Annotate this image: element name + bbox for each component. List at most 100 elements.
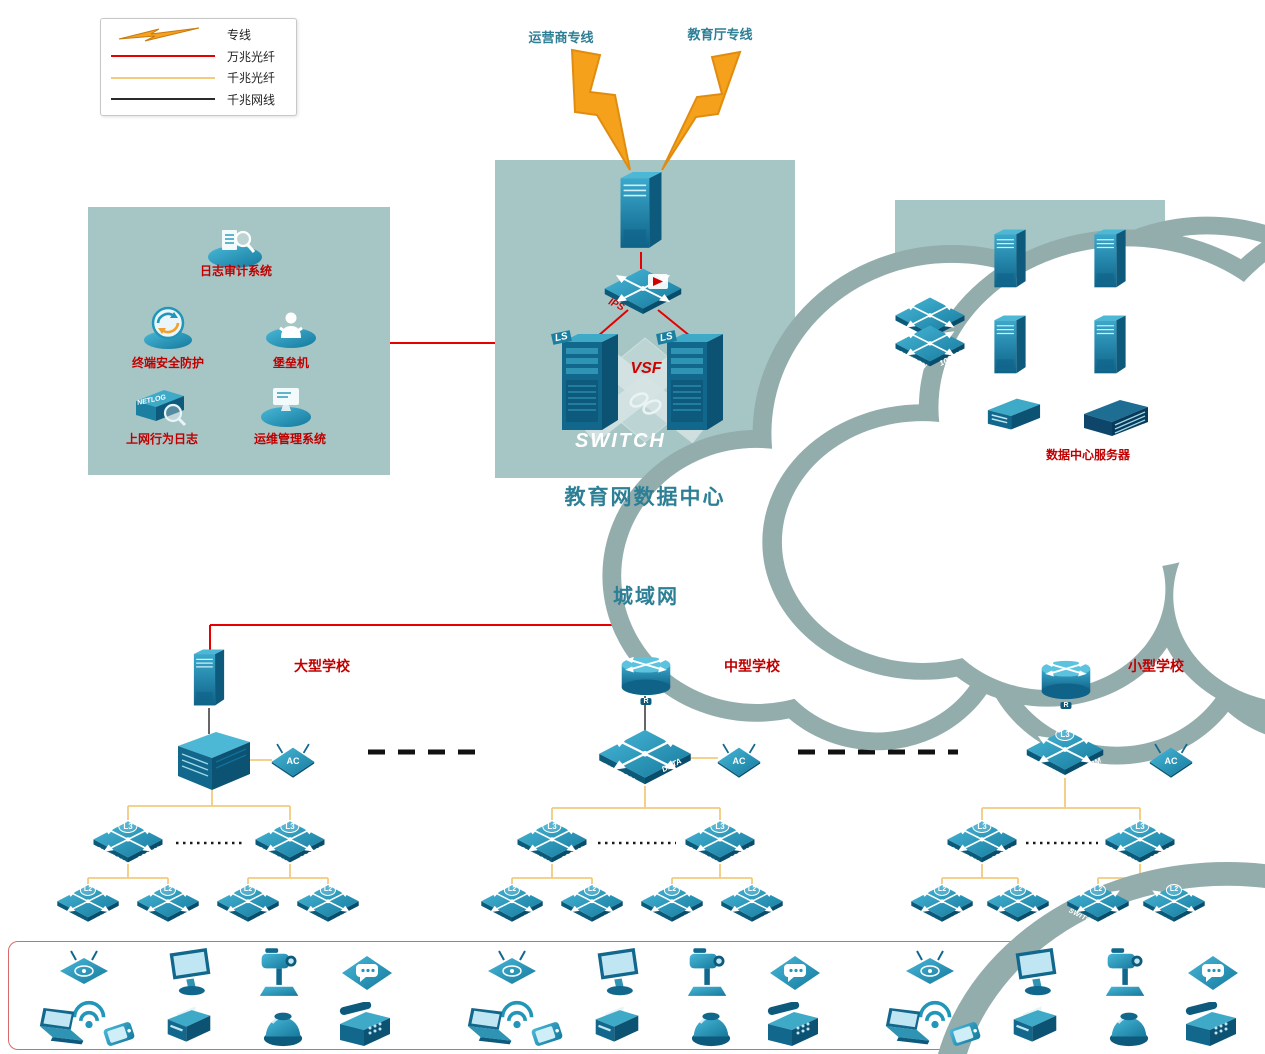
ips-switch: IPS — [603, 267, 683, 318]
bastion-host-label: 堡垒机 — [272, 356, 309, 370]
l2-switch: L2 SWITCH 1000M — [986, 884, 1050, 926]
legend-label: 千兆光纤 — [227, 71, 276, 86]
l2-badge: L2 — [743, 884, 761, 896]
edu-cloud-label: 教育厅专线 — [687, 27, 753, 42]
log-audit-label: 日志审计系统 — [199, 264, 272, 278]
1g-cable-line-swatch — [111, 98, 215, 101]
bastion-host-icon — [263, 308, 319, 350]
terminal-security-label: 终端安全防护 — [131, 356, 204, 370]
router-badge: R — [1060, 702, 1072, 709]
vsf-link-icon — [629, 392, 662, 415]
smartphone-icon — [524, 1018, 570, 1050]
school-name-small: 小型学校 — [1128, 658, 1184, 674]
ip-phone-icon — [1182, 1002, 1240, 1048]
im-terminal-icon — [340, 952, 394, 992]
printer-icon — [1010, 1002, 1060, 1046]
man-cloud-label: 城域网 — [613, 586, 679, 608]
l2-badge: L2 — [239, 884, 257, 896]
server-zone-switch-2: SWITCH 1000M — [894, 324, 966, 371]
legend-label: 专线 — [227, 28, 252, 43]
l3-badge: L3 — [972, 820, 992, 833]
ac-label: AC — [286, 755, 300, 766]
legend-row-1g-fiber: 千兆光纤 — [111, 69, 286, 86]
core-chassis-icon — [663, 330, 727, 438]
l2-switch: L2 SWITCH 1000M — [910, 884, 974, 926]
school-name-medium: 中型学校 — [724, 658, 780, 674]
legend-row-dedicated-line: 专线 — [111, 26, 286, 43]
legend-row-1g-cable: 千兆网线 — [111, 91, 286, 108]
dome-camera-icon — [261, 1004, 305, 1048]
vsf-core-switch-right: LS — [656, 330, 727, 438]
l2-switch: L2 SWITCH 1000M — [640, 884, 704, 926]
l3-switch: L3 SWITCH 1000M — [684, 820, 756, 867]
storage-array — [984, 394, 1042, 436]
laptop-icon — [458, 1008, 514, 1048]
vsf-label: VSF — [630, 360, 662, 377]
endpoint-group-small-school — [876, 944, 1265, 1048]
netlog-label: 上网行为日志 — [125, 432, 198, 446]
ac-controller: AC — [270, 740, 316, 780]
l3-badge: L3 — [280, 820, 300, 833]
small-school-core-switch: L3 SWITCH 1000M — [1025, 728, 1105, 779]
wireless-ap-icon — [904, 950, 956, 986]
datacenter-title: 教育网数据中心 — [564, 486, 726, 509]
legend-label: 万兆光纤 — [227, 49, 276, 64]
l2-switch: L2 SWITCH 1000M — [56, 884, 120, 926]
vsf-core-switch-left: LS — [551, 330, 622, 438]
dome-camera-icon — [689, 1004, 733, 1048]
server-zone-label: 数据中心服务器 — [1045, 448, 1130, 462]
smartphone-icon — [942, 1018, 988, 1050]
ac-label: AC — [732, 755, 746, 766]
l3-badge: L3 — [118, 820, 138, 833]
ac-controller: AC — [1148, 740, 1194, 780]
switch-watermark: SWITCH — [575, 430, 666, 452]
l2-badge: L2 — [1165, 884, 1183, 896]
l3-switch: L3 SWITCH 1000M — [946, 820, 1018, 867]
printer-icon — [164, 1002, 214, 1046]
large-school-server — [188, 648, 230, 710]
wireless-ap-icon — [58, 950, 110, 986]
firewall — [616, 170, 666, 254]
legend-label: 千兆网线 — [227, 92, 276, 107]
l3-switch: L3 SWITCH 1000M — [1104, 820, 1176, 867]
dome-camera-icon — [1107, 1004, 1151, 1048]
im-terminal-icon — [1186, 952, 1240, 992]
netlog-icon: NETLOG — [130, 385, 188, 429]
rack-server — [1088, 228, 1132, 292]
l2-badge: L2 — [1089, 884, 1107, 896]
core-chassis-icon — [558, 330, 622, 438]
l2-badge: L2 — [933, 884, 951, 896]
ips-arrow-icon — [648, 274, 668, 289]
legend-row-10g-fiber: 万兆光纤 — [111, 48, 286, 65]
l2-switch: L2 SWITCH 1000M — [560, 884, 624, 926]
l2-badge: L2 — [159, 884, 177, 896]
l2-switch: L2 SWITCH 1000M — [1142, 884, 1206, 926]
laptop-icon — [30, 1008, 86, 1048]
l2-switch: L2 SWITCH 1000M — [216, 884, 280, 926]
ip-phone-icon — [764, 1002, 822, 1048]
l2-switch: L2 SWITCH 1000M — [1066, 884, 1130, 926]
l3-badge: L3 — [710, 820, 730, 833]
ptz-camera-icon — [258, 946, 302, 1000]
school-name-large: 大型学校 — [294, 658, 350, 674]
endpoint-group-medium-school — [458, 944, 853, 1048]
endpoint-group-large-school — [30, 944, 425, 1048]
ops-mgmt-icon — [258, 384, 314, 428]
printer-icon — [592, 1002, 642, 1046]
l2-switch: L2 SWITCH 1000M — [720, 884, 784, 926]
router-badge: R — [640, 698, 652, 705]
desktop-monitor-icon — [592, 948, 644, 998]
lightning-icon — [111, 27, 215, 43]
im-terminal-icon — [768, 952, 822, 992]
1g-fiber-line-swatch — [111, 76, 215, 79]
l2-badge: L2 — [79, 884, 97, 896]
ac-controller: AC — [716, 740, 762, 780]
laptop-icon — [876, 1008, 932, 1048]
smartphone-icon — [96, 1018, 142, 1050]
l2-badge: L2 — [1009, 884, 1027, 896]
l2-switch: L2 SWITCH 1000M — [296, 884, 360, 926]
l3-switch: L3 SWITCH 1000M — [516, 820, 588, 867]
firewall-icon — [616, 170, 666, 254]
l2-badge: L2 — [583, 884, 601, 896]
